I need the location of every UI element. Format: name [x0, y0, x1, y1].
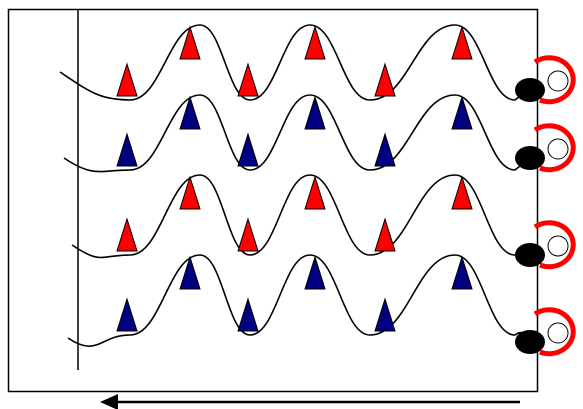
player-body	[515, 78, 545, 102]
cone-icon	[179, 255, 201, 290]
player-head	[547, 70, 569, 92]
cone-icon	[451, 255, 473, 290]
cone-icon	[304, 25, 326, 60]
cone-icon	[374, 217, 396, 252]
lanes	[59, 24, 576, 357]
cone-icon	[237, 132, 259, 167]
cone-icon	[237, 62, 259, 97]
player-arm-arc	[533, 55, 576, 105]
cone-icon	[451, 175, 473, 210]
cone-icon	[116, 62, 138, 97]
cone-icon	[304, 255, 326, 290]
dribble-path	[71, 174, 531, 259]
lane	[71, 174, 576, 270]
cone-icon	[451, 95, 473, 130]
player-body	[515, 330, 545, 354]
player-arm-arc	[533, 220, 576, 270]
cone-icon	[116, 297, 138, 332]
player-body	[515, 243, 545, 267]
field-boundary	[7, 8, 539, 393]
player-icon	[515, 123, 576, 173]
cone-icon	[374, 132, 396, 167]
player-head	[547, 235, 569, 257]
cone-icon	[304, 95, 326, 130]
cone-icon	[179, 175, 201, 210]
cone-icon	[237, 217, 259, 252]
player-icon	[515, 55, 576, 105]
player-head	[547, 322, 569, 344]
player-arm-arc	[533, 123, 576, 173]
cone-icon	[116, 132, 138, 167]
cone-icon	[374, 62, 396, 97]
player-body	[515, 146, 545, 170]
dribble-path	[67, 254, 531, 347]
cone-icon	[374, 297, 396, 332]
dribble-path	[59, 24, 531, 101]
cone-icon	[451, 25, 473, 60]
cone-icon	[237, 297, 259, 332]
cone-icon	[116, 217, 138, 252]
lane	[63, 94, 576, 173]
player-head	[547, 138, 569, 160]
player-arm-arc	[533, 307, 576, 357]
lane	[67, 254, 576, 357]
cone-icon	[179, 95, 201, 130]
direction-arrow	[100, 394, 520, 409]
cone-icon	[304, 175, 326, 210]
lane	[59, 24, 576, 105]
player-icon	[515, 307, 576, 357]
dribble-path	[63, 94, 531, 173]
cone-icon	[179, 25, 201, 60]
player-icon	[515, 220, 576, 270]
